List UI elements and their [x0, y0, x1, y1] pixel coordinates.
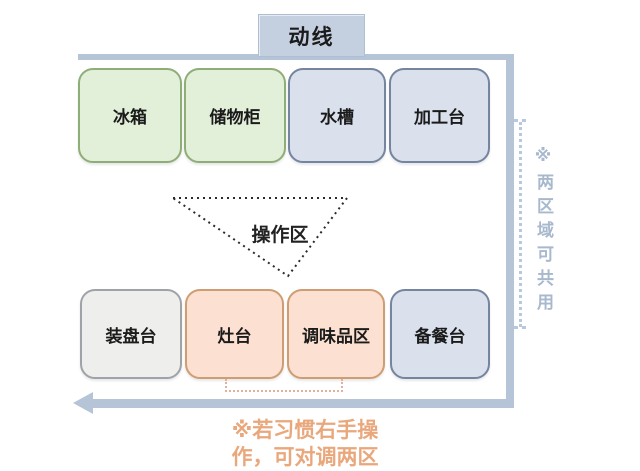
- flow-line-right: [506, 54, 514, 406]
- station-stove: 灶台: [185, 289, 284, 379]
- work-triangle-icon: [169, 197, 350, 278]
- flow-arrow-left-icon: [73, 392, 93, 414]
- station-seasoning-area-label: 调味品区: [302, 326, 370, 346]
- header-flow-label: 动线: [258, 14, 365, 57]
- station-fridge-label: 冰箱: [113, 108, 147, 127]
- station-stove-label: 灶台: [217, 326, 252, 346]
- flow-line-bottom: [92, 399, 514, 408]
- station-serving-counter: 备餐台: [390, 289, 490, 379]
- station-storage-cabinet: 储物柜: [184, 68, 286, 163]
- kitchen-flow-diagram: { "header": { "label": "动线" }, "top_row"…: [73, 14, 553, 469]
- flow-line-top: [78, 54, 514, 60]
- station-sink: 水槽: [288, 68, 386, 163]
- share-extent-tick-bottom: [514, 326, 526, 329]
- station-serving-counter-label: 备餐台: [414, 326, 466, 346]
- swap-extent-marker: [225, 379, 343, 392]
- station-processing-counter: 加工台: [389, 68, 490, 163]
- station-plating-counter-label: 装盘台: [105, 326, 157, 346]
- work-zone-label: 操作区: [251, 225, 309, 246]
- station-sink-label: 水槽: [320, 108, 354, 127]
- bottom-note-line1: ※若习惯右手操: [231, 419, 379, 442]
- share-extent-tick-top: [514, 119, 526, 122]
- header-flow-text: 动线: [288, 25, 335, 49]
- bottom-note-line2: 作，可对调两区: [231, 446, 379, 469]
- side-note-shared-zones: ※两区域可共用: [534, 146, 553, 317]
- station-plating-counter: 装盘台: [80, 289, 182, 379]
- bottom-note-right-hand: ※若习惯右手操 作，可对调两区: [180, 417, 430, 471]
- station-seasoning-area: 调味品区: [287, 289, 385, 379]
- station-storage-cabinet-label: 储物柜: [209, 108, 261, 127]
- share-extent-line: [519, 122, 522, 327]
- station-processing-counter-label: 加工台: [414, 108, 465, 127]
- station-fridge: 冰箱: [78, 68, 182, 163]
